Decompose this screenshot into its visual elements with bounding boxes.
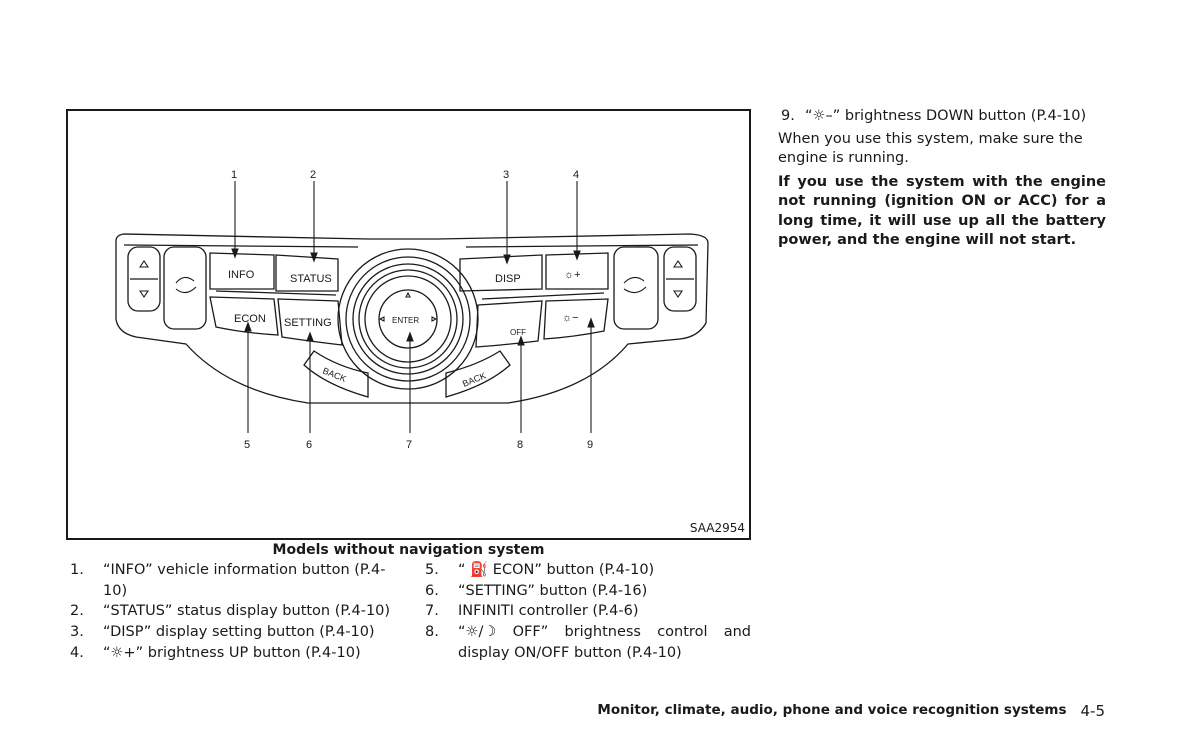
right-fan-button [613,246,659,330]
figure-caption: Models without navigation system [272,542,545,558]
bright-up-button[interactable]: ☼+ [564,269,581,281]
list-item: 3.“DISP” display setting button (P.4-10) [70,624,375,641]
figure-id-label: SAA2954 [689,521,745,535]
setting-button-shape [277,298,343,346]
bright-down-button-shape [543,298,609,340]
list-item: 7.INFINITI controller (P.4-6) [425,603,639,620]
callout-7: 7 [406,439,412,451]
econ-button[interactable]: ECON [234,313,266,325]
list-item: 4.“☼+” brightness UP button (P.4-10) [70,644,361,661]
list-item: 8.“☼/☽ OFF” brightness control and displ… [425,624,751,661]
list-item: 1.“INFO” vehicle information button (P.4… [70,562,386,599]
right-back-button[interactable]: BACK [461,370,487,388]
right-fan-icon [623,276,647,294]
callout-2: 2 [310,169,316,181]
footer-section-title: Monitor, climate, audio, phone and voice… [597,702,1067,718]
right-temp-rocker [663,246,697,312]
controller-outer-ring [337,248,479,390]
callout-5: 5 [244,439,250,451]
info-button-shape [209,252,275,290]
battery-warning: If you use the system with the engine no… [778,173,1106,249]
list-item: 9. “☼–” brightness DOWN button (P.4-10) [781,108,1087,124]
legend-list-left: 1.“INFO” vehicle information button (P.4… [70,560,400,664]
list-item: 5.“ ⛽ ECON” button (P.4-10) [425,562,655,578]
left-back-button[interactable]: BACK [321,366,347,384]
disp-button-shape [459,254,543,292]
right-column: 9. “☼–” brightness DOWN button (P.4-10) … [778,107,1106,251]
enter-button[interactable]: ENTER [392,316,419,325]
disp-button[interactable]: DISP [495,273,521,285]
left-temp-rocker [127,246,161,312]
left-fan-icon [175,276,197,294]
legend-list-right: 5.“ ⛽ ECON” button (P.4-10) 6.“SETTING” … [425,560,751,664]
left-fan-button [163,246,207,330]
setting-button[interactable]: SETTING [284,317,332,329]
right-back-button-shape [445,350,511,398]
callout-9: 9 [587,439,593,451]
panel-outline [115,233,709,404]
list-item: 2.“STATUS” status display button (P.4-10… [70,603,391,620]
left-back-button-shape [303,350,369,398]
callout-3: 3 [503,169,509,181]
running-note: When you use this system, make sure the … [778,130,1083,167]
callout-8: 8 [517,439,523,451]
page-footer: Monitor, climate, audio, phone and voice… [597,702,1105,720]
callout-1: 1 [231,169,237,181]
page-number: 4-5 [1080,702,1106,720]
econ-button-shape [209,296,279,336]
bright-down-button[interactable]: ☼− [562,312,579,324]
off-button[interactable]: OFF [510,328,526,337]
figure-frame: INFO STATUS DISP ☼+ ECON SETTING ☼− OFF … [66,109,751,540]
info-button[interactable]: INFO [228,269,255,281]
off-button-shape [475,300,543,348]
status-button[interactable]: STATUS [290,273,332,285]
bright-up-button-shape [545,252,609,290]
list-item: 6.“SETTING” button (P.4-16) [425,582,648,599]
callout-4: 4 [573,169,579,181]
control-panel-diagram: INFO STATUS DISP ☼+ ECON SETTING ☼− OFF … [115,169,709,451]
status-button-shape [275,254,339,292]
callout-6: 6 [306,439,312,451]
